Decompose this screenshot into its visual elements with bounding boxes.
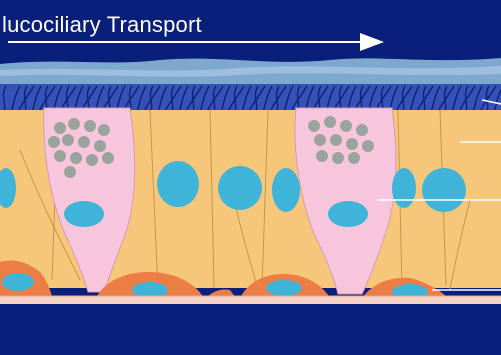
diagram-title: lucociliary Transport — [2, 12, 202, 38]
basement-membrane — [0, 296, 501, 304]
goblet-nucleus-right — [328, 201, 368, 227]
goblet-nucleus-left — [64, 201, 104, 227]
